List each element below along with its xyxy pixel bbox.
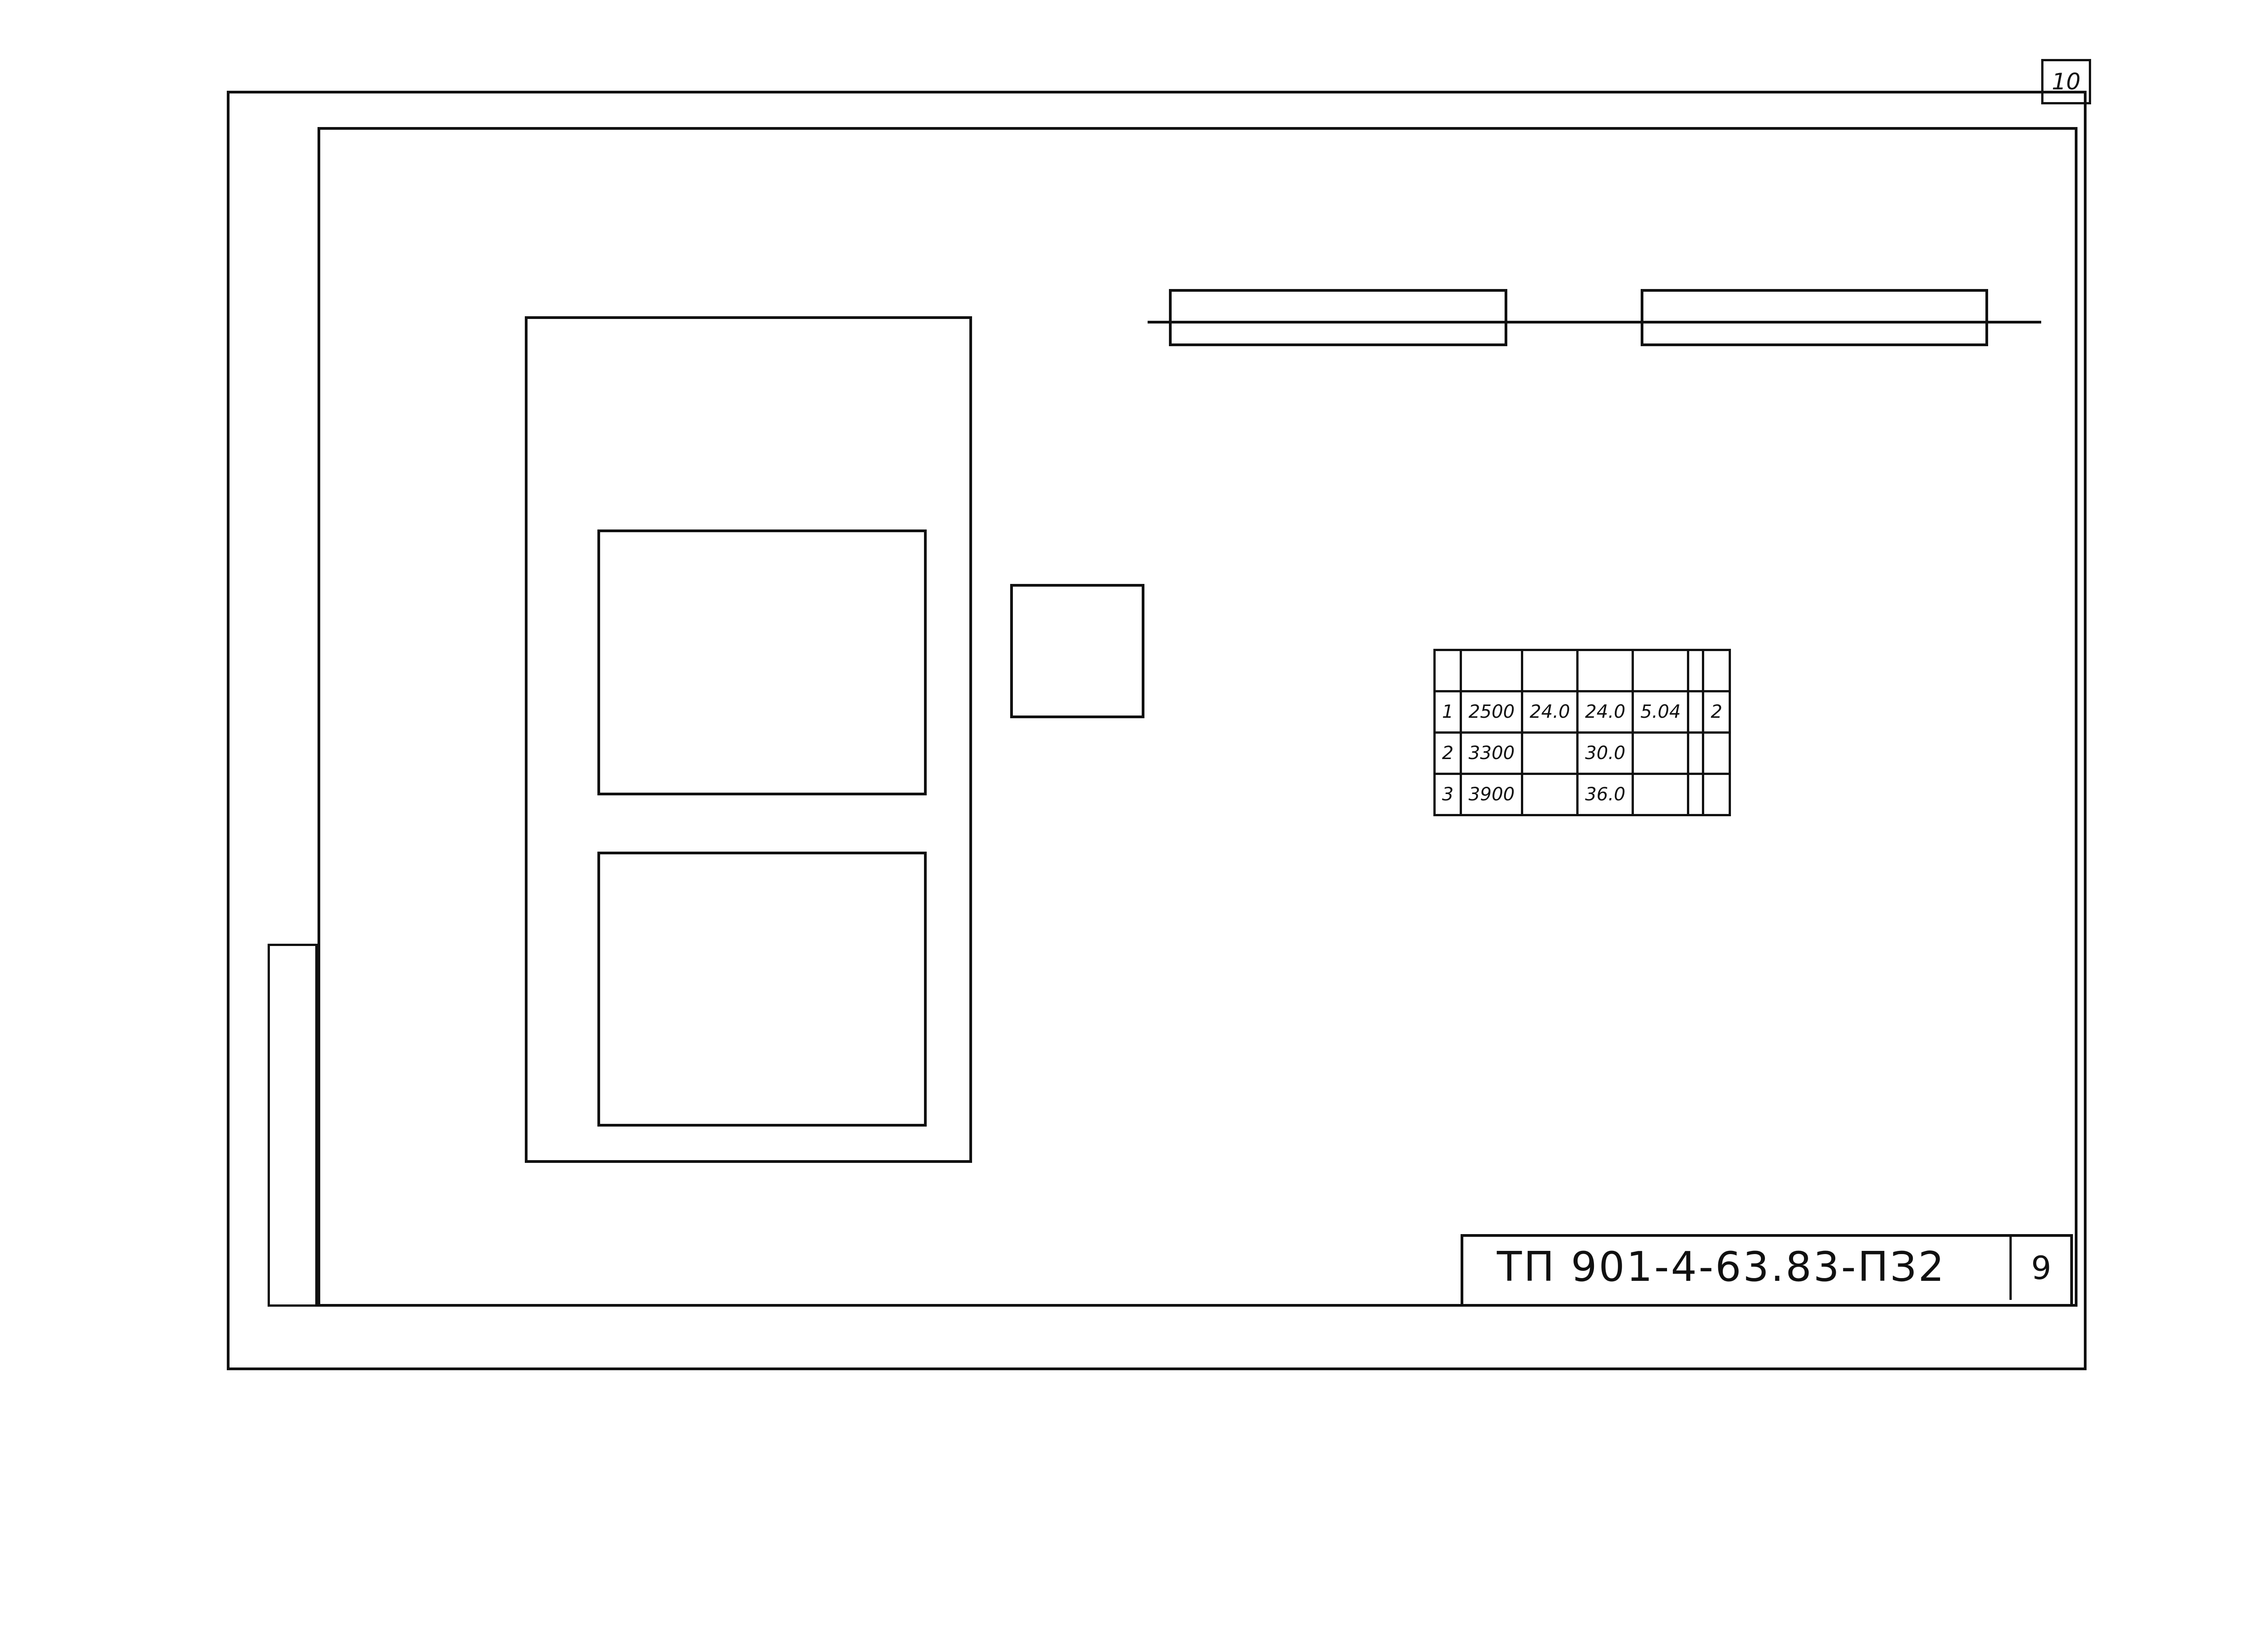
page-number-top: 10 <box>2041 59 2091 104</box>
table-cell: 1 <box>1433 690 1462 734</box>
table-header-row <box>1433 649 1731 692</box>
platform-box <box>1010 584 1144 718</box>
table-cell: 2 <box>1702 690 1731 734</box>
plan-outline <box>525 316 972 1163</box>
reservoir-upper <box>597 529 927 795</box>
table-cell <box>1687 731 1705 775</box>
sheet-number: 9 <box>2009 1236 2071 1300</box>
table-cell <box>1702 731 1731 775</box>
section-tank-2 <box>1641 289 1988 346</box>
table-cell <box>1632 773 1690 816</box>
equipment-table: 1 2500 24.0 24.0 5.04 2 2 3300 30.0 3 39… <box>1433 649 1731 816</box>
table-header <box>1576 649 1634 692</box>
table-cell: 2500 <box>1460 690 1524 734</box>
table-header <box>1460 649 1524 692</box>
document-code: ТП 901-4-63.83-ПЗ2 <box>1497 1243 1946 1291</box>
table-cell: 5.04 <box>1632 690 1690 734</box>
table-cell: 24.0 <box>1576 690 1634 734</box>
table-cell <box>1521 773 1579 816</box>
table-cell: 30.0 <box>1576 731 1634 775</box>
table-cell: 3300 <box>1460 731 1524 775</box>
table-row: 1 2500 24.0 24.0 5.04 2 <box>1433 690 1731 734</box>
sheet-frame <box>227 91 2087 1370</box>
table-header <box>1521 649 1579 692</box>
table-cell <box>1521 731 1579 775</box>
table-cell <box>1687 773 1705 816</box>
approval-strip <box>268 944 318 1307</box>
table-row: 2 3300 30.0 <box>1433 731 1731 775</box>
table-cell <box>1632 731 1690 775</box>
table-cell: 2 <box>1433 731 1462 775</box>
table-row: 3 3900 36.0 <box>1433 773 1731 816</box>
table-cell: 36.0 <box>1576 773 1634 816</box>
table-cell <box>1702 773 1731 816</box>
table-header <box>1632 649 1690 692</box>
table-cell <box>1687 690 1705 734</box>
table-header <box>1687 649 1705 692</box>
table-cell: 24.0 <box>1521 690 1579 734</box>
table-cell: 3900 <box>1460 773 1524 816</box>
table-header <box>1702 649 1731 692</box>
title-block <box>1461 1234 2073 1307</box>
section-tank-1 <box>1169 289 1507 346</box>
reservoir-lower <box>597 852 927 1127</box>
table-cell: 3 <box>1433 773 1462 816</box>
table-header <box>1433 649 1462 692</box>
drawing-frame <box>318 127 2077 1307</box>
